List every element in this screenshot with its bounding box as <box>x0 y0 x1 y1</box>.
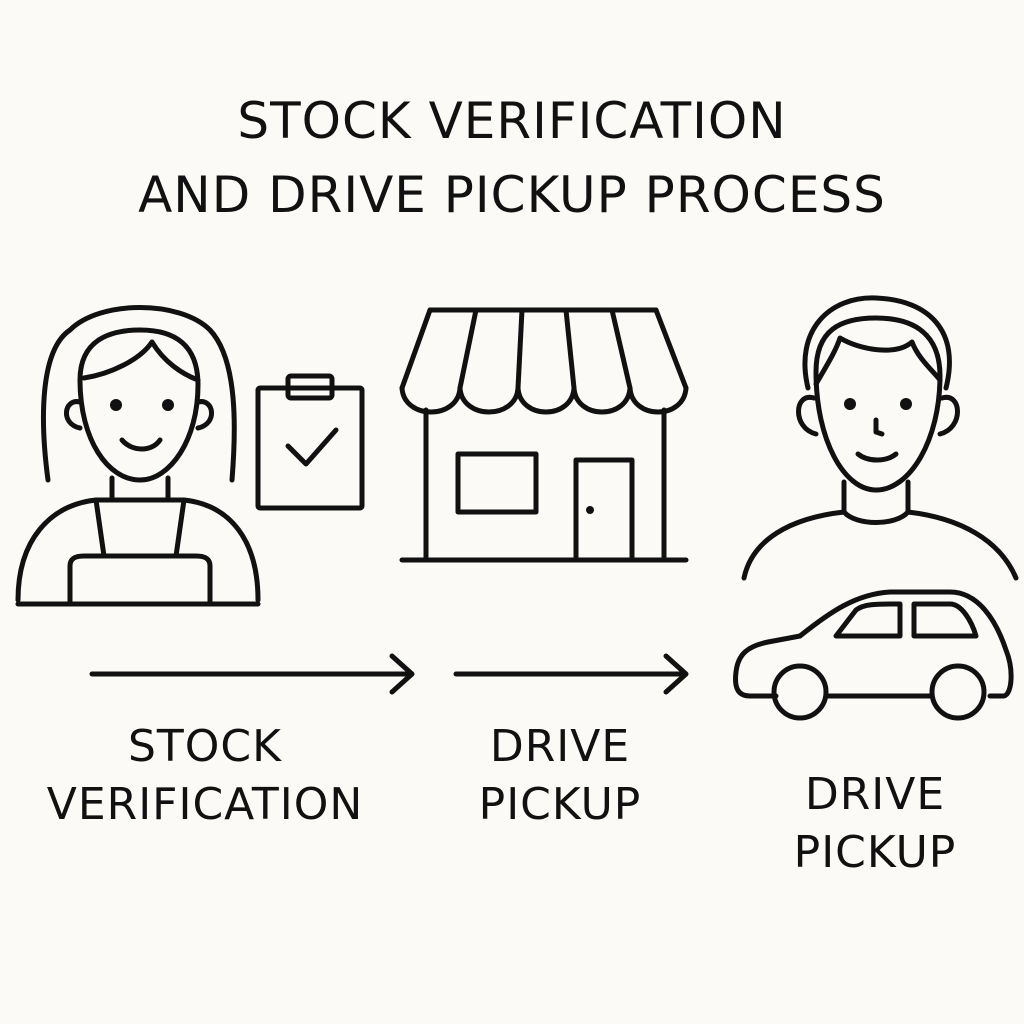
customer-face <box>813 315 943 493</box>
customer-nose <box>873 417 885 437</box>
employee-apron-strap-left <box>93 497 107 559</box>
car-window-front <box>833 601 903 639</box>
employee-smile <box>119 437 163 452</box>
employee-eye-right <box>162 399 174 411</box>
car-wheel-front <box>771 663 829 721</box>
customer-ear-right <box>937 394 960 437</box>
car-icon <box>733 589 1014 721</box>
employee-apron-strap-right <box>173 497 187 559</box>
step-label-stock-verification: STOCK VERIFICATION <box>20 718 390 834</box>
step-2-line-2: PICKUP <box>478 779 642 830</box>
step-label-drive-pickup-store: DRIVE PICKUP <box>440 718 680 834</box>
diagram-title-line-1: STOCK VERIFICATION <box>237 92 787 150</box>
store-awning-stripe-1 <box>457 307 479 391</box>
checkmark-icon <box>285 427 339 467</box>
arrow-icon-1 <box>89 653 415 695</box>
store-awning-right <box>653 307 689 391</box>
store-awning-stripe-4 <box>609 307 633 391</box>
step-1-line-2: VERIFICATION <box>46 779 364 830</box>
car-window-rear <box>911 601 979 639</box>
employee-face <box>77 327 201 483</box>
store-awning-stripe-3 <box>563 307 577 391</box>
clipboard-board <box>255 385 365 511</box>
customer-smile <box>855 451 899 463</box>
step-3-line-1: DRIVE <box>804 769 946 820</box>
customer-ear-left <box>796 394 819 437</box>
employee-hair <box>41 305 237 483</box>
arrow-2-head <box>663 653 689 695</box>
employee-bangs <box>81 339 201 383</box>
clipboard-clip <box>285 373 335 401</box>
store-awning-scallops <box>399 385 689 415</box>
customer-shoulders <box>741 509 1019 581</box>
arrow-icon-2 <box>453 653 689 695</box>
car-wheel-rear <box>929 663 987 721</box>
diagram-title-line-2: AND DRIVE PICKUP PROCESS <box>138 166 886 224</box>
car-body <box>733 589 1014 699</box>
customer-hairline <box>813 335 943 387</box>
step-label-drive-pickup-customer: DRIVE PICKUP <box>750 766 1000 882</box>
employee-ear-left <box>64 399 83 431</box>
step-1-line-1: STOCK <box>127 721 282 772</box>
store-awning-left <box>399 307 433 391</box>
customer-eye-right <box>900 398 912 410</box>
step-2-line-1: DRIVE <box>489 721 631 772</box>
employee-ear-right <box>195 399 214 431</box>
arrow-1-head <box>389 653 415 695</box>
store-icon <box>399 307 689 563</box>
employee-eye-left <box>110 399 122 411</box>
employee-torso <box>15 497 261 603</box>
employee-apron <box>67 553 213 607</box>
customer-hair-outline <box>802 295 952 391</box>
step-3-line-2: PICKUP <box>793 827 957 878</box>
store-door-knob <box>586 506 594 514</box>
customer-eye-left <box>844 398 856 410</box>
store-door <box>573 457 635 563</box>
store-awning-stripe-2 <box>515 307 525 391</box>
employee-icon <box>15 305 261 607</box>
store-window <box>455 451 539 515</box>
customer-icon <box>741 295 1019 581</box>
clipboard-check-icon <box>255 373 365 511</box>
